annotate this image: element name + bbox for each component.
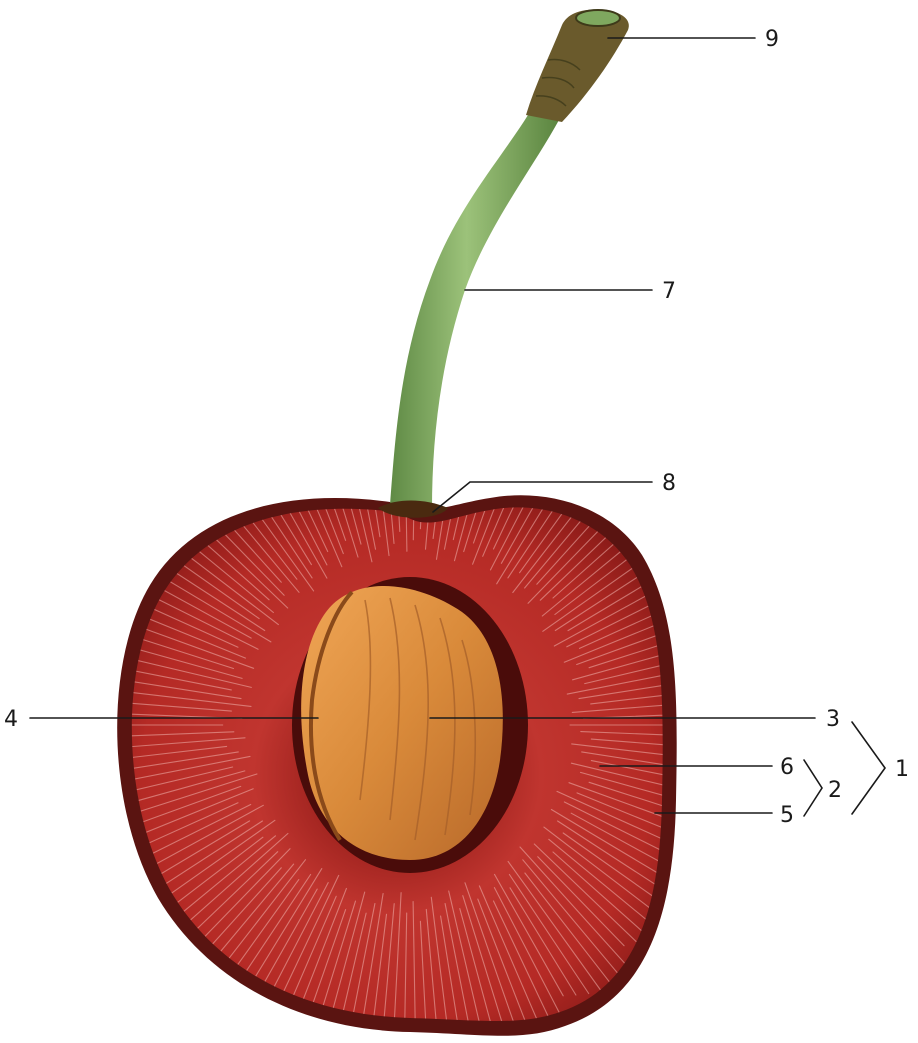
label-9: 9 [765,27,779,52]
bracket-1 [852,722,885,814]
label-6: 6 [780,755,794,780]
stem-tip [526,10,629,122]
label-3: 3 [826,707,840,732]
label-7: 7 [662,279,676,304]
bracket-2 [804,760,822,816]
label-2: 2 [828,778,842,803]
label-5: 5 [780,803,794,828]
label-1: 1 [895,757,909,782]
stem-cut-surface [576,10,620,26]
label-4: 4 [4,707,18,732]
label-8: 8 [662,471,676,496]
cherry-stem [390,115,560,510]
